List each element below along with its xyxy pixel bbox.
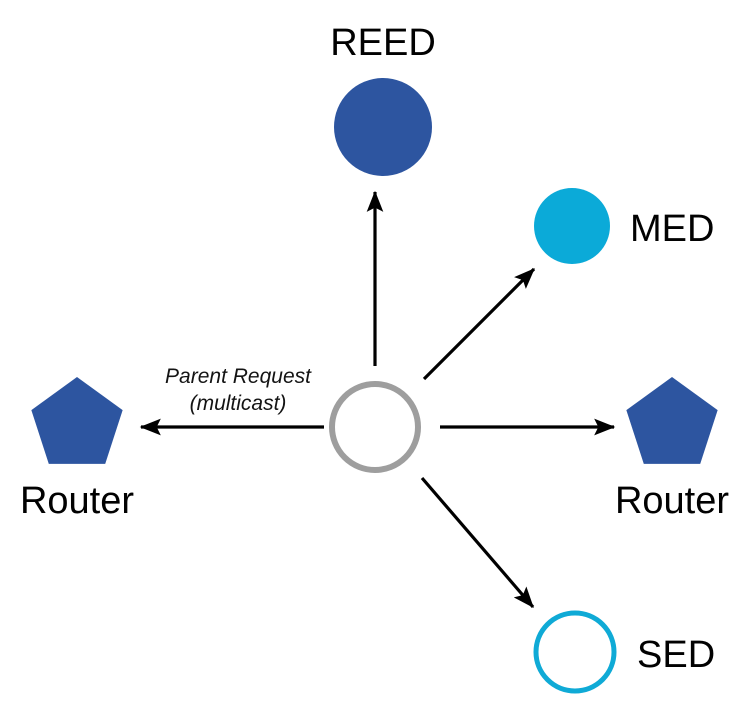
router-left-pentagon-icon[interactable] xyxy=(31,377,123,464)
sed-label: SED xyxy=(637,634,715,676)
node-med[interactable]: MED xyxy=(534,188,714,264)
reed-circle-icon[interactable] xyxy=(334,78,432,176)
node-sed[interactable]: SED xyxy=(533,610,715,694)
node-reed[interactable]: REED xyxy=(330,22,436,176)
node-center-device[interactable] xyxy=(329,381,421,473)
parent-request-label-line1: Parent Request xyxy=(165,365,312,388)
edges-group xyxy=(139,190,616,609)
node-router-left[interactable]: Router xyxy=(20,377,134,522)
med-label: MED xyxy=(630,208,714,250)
edge-labels-group: Parent Request (multicast) xyxy=(165,365,312,415)
edge-center-to-med xyxy=(422,267,536,381)
center-ring-icon[interactable] xyxy=(329,381,421,473)
edge-center-to-sed xyxy=(420,476,535,609)
router-left-label: Router xyxy=(20,480,134,522)
parent-request-label-line2: (multicast) xyxy=(190,392,287,415)
nodes-group: Router Router REED MED SED xyxy=(20,22,729,694)
reed-label: REED xyxy=(330,22,436,64)
router-right-label: Router xyxy=(615,480,729,522)
router-right-pentagon-icon[interactable] xyxy=(626,377,718,464)
med-circle-icon[interactable] xyxy=(534,188,610,264)
sed-ring-icon[interactable] xyxy=(533,610,617,694)
node-router-right[interactable]: Router xyxy=(615,377,729,522)
